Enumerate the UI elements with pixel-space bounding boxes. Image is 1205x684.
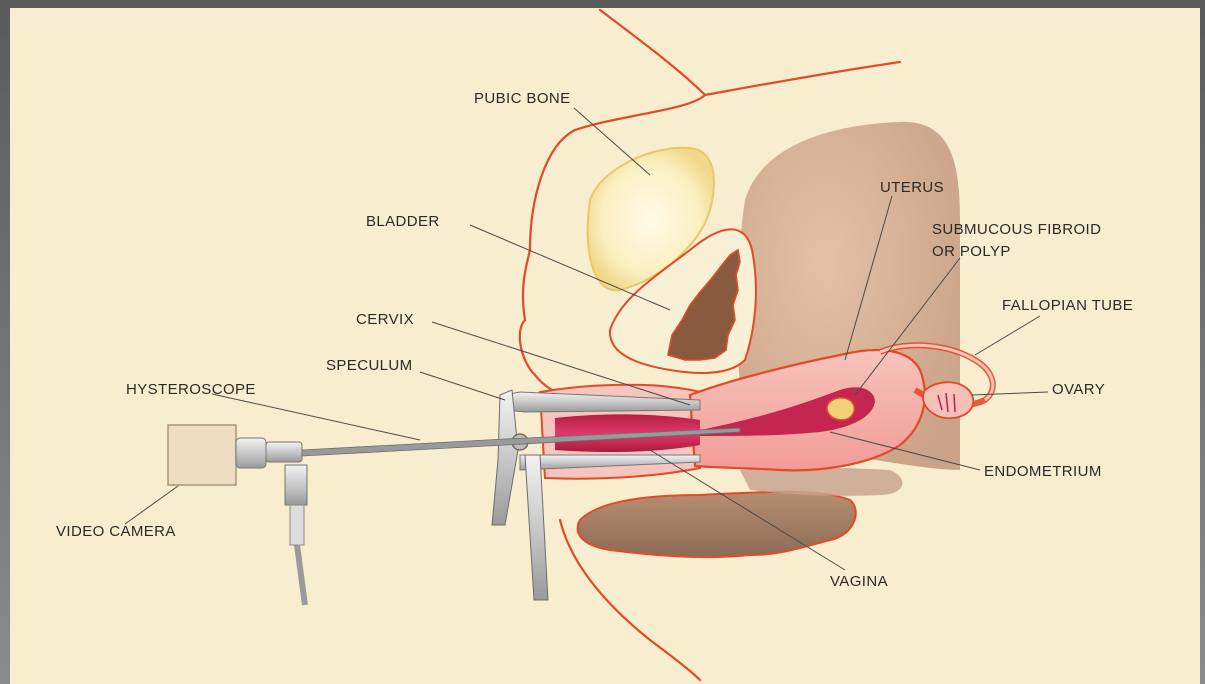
- posterior-fornix-shape: [740, 467, 902, 496]
- speculum-leader: [420, 372, 505, 400]
- ovary-shape: [923, 382, 973, 418]
- scope-stand-pole: [290, 505, 304, 545]
- video-camera-shape: [168, 425, 236, 485]
- rectum-shape: [578, 492, 856, 557]
- label-bladder: BLADDER: [366, 213, 440, 230]
- scope-stand-clamp: [285, 465, 307, 505]
- label-submucous-fibroid: SUBMUCOUS FIBROID: [932, 221, 1101, 238]
- fallopian-tube-leader: [975, 316, 1040, 355]
- video-camera-leader: [125, 486, 178, 524]
- ovary-leader: [972, 392, 1048, 395]
- label-uterus: UTERUS: [880, 179, 944, 196]
- label-vagina: VAGINA: [830, 573, 888, 590]
- camera-coupler: [236, 438, 266, 468]
- label-cervix: CERVIX: [356, 311, 414, 328]
- speculum-shape: [492, 390, 518, 525]
- label-fallopian-tube: FALLOPIAN TUBE: [1002, 297, 1133, 314]
- back-outline: [705, 62, 900, 95]
- label-hysteroscope: HYSTEROSCOPE: [126, 381, 256, 398]
- label-video-camera: VIDEO CAMERA: [56, 523, 176, 540]
- label-speculum: SPECULUM: [326, 357, 413, 374]
- camera-adapter: [266, 442, 302, 462]
- label-pubic-bone: PUBIC BONE: [474, 90, 571, 107]
- label-or-polyp: OR POLYP: [932, 243, 1011, 260]
- fibroid-polyp-shape: [827, 398, 854, 420]
- pubic-bone-leader: [574, 108, 650, 175]
- label-endometrium: ENDOMETRIUM: [984, 463, 1102, 480]
- hysteroscope-leader: [212, 394, 420, 440]
- label-ovary: OVARY: [1052, 381, 1105, 398]
- scope-stand-rod: [297, 545, 305, 605]
